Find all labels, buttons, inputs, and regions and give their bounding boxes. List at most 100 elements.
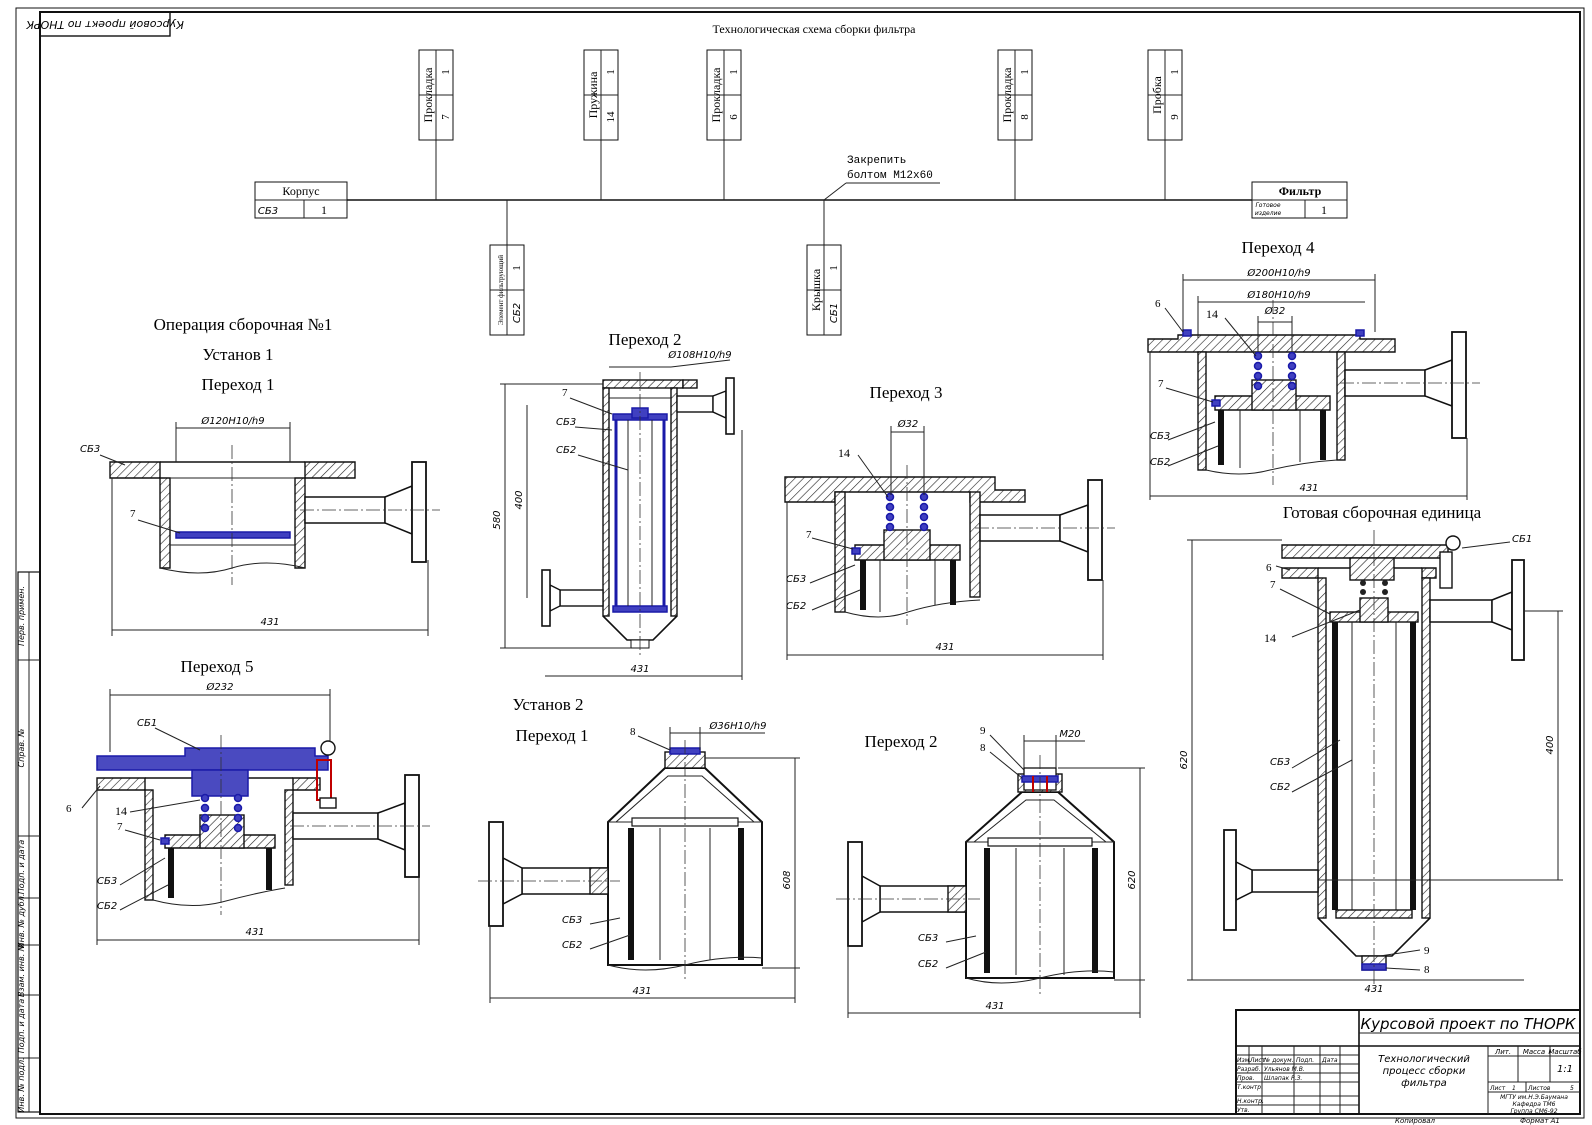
labels-sb2-label: СБ2 [562, 940, 582, 951]
side-stamp-6-label: Инв. № подл. [17, 1057, 26, 1112]
title-block: Курсовой проект по ТНОРК Изм. Лист № док… [1235, 1009, 1582, 1125]
labels-p14-label: 14 [1206, 307, 1218, 321]
title-block-col-scale-label: Масштаб [1548, 1048, 1582, 1056]
dimensions-d36-label: Ø36H10/h9 [709, 720, 767, 732]
title-block-row-ncontr-label: Н.контр. [1237, 1098, 1264, 1105]
scheme-bottom-part-filter-element: Элемент фильтрующий СБ2 1 [489, 200, 525, 336]
title-block-col-lit-label: Лит. [1494, 1048, 1511, 1056]
labels-sb3-label: СБ3 [918, 933, 938, 944]
dimensions-len431-label: 431 [245, 927, 264, 938]
labels-p7-label: 7 [1270, 579, 1276, 591]
s1-transition4-heading: Переход 4 [1242, 238, 1315, 257]
drawing-frame [39, 11, 1581, 1115]
scheme-top-parts-4-qty-label: 1 [1169, 69, 1181, 75]
scheme-top-parts-1-qty-label: 1 [605, 69, 617, 75]
labels-sb3-label: СБ3 [80, 444, 100, 455]
title-block-org-line1-label: МГТУ им.Н.Э.Баумана [1500, 1094, 1568, 1101]
scheme-bottom-parts-1-name-label: Крышка [809, 268, 823, 311]
labels-sb3-label: СБ3 [1150, 431, 1170, 442]
title-block-head-date-label: Дата [1321, 1057, 1338, 1064]
title-block-col-mass-label: Масса [1523, 1048, 1545, 1056]
scheme-top-parts-4-pos-label: 9 [1169, 114, 1181, 120]
labels-p9-label: 9 [980, 725, 986, 737]
scheme-fasten-note-line1-label: Закрепить [847, 155, 906, 167]
scheme-result-filter: Фильтр Готовое изделие 1 [1251, 181, 1348, 219]
scheme-result-code-line1-label: Готовое [1255, 202, 1280, 209]
labels-p14-label: 14 [115, 804, 127, 818]
labels-p8-label: 8 [1424, 964, 1430, 976]
dimensions-d180-label: Ø180H10/h9 [1246, 289, 1310, 301]
view-s1-t5: Ø232 431 СБ1 6 14 7 СБ3 СБ2 [66, 681, 430, 945]
scheme-top-part-plug9: Пробка 9 1 [1147, 49, 1183, 200]
scheme-result-qty-label: 1 [1321, 203, 1327, 217]
labels-p7-label: 7 [130, 508, 136, 520]
scheme-base-name-label: Корпус [282, 184, 319, 198]
labels-sb2-label: СБ2 [918, 959, 938, 970]
labels-sb2-label: СБ2 [97, 901, 117, 912]
labels-p7-label: 7 [562, 387, 568, 399]
scheme-top-parts-0-name-label: Прокладка [421, 67, 435, 123]
title-block-org-line3-label: Группа СМ6-92 [1510, 1108, 1557, 1115]
scheme-base-code-label: СБ3 [258, 206, 278, 217]
dimensions-len620-label: 620 [1127, 870, 1138, 889]
scheme-top-parts-0-qty-label: 1 [440, 69, 452, 75]
s1-transition1-heading: Переход 1 [202, 375, 275, 394]
title-block-head-list-label: Лист [1249, 1057, 1266, 1064]
labels-p8-label: 8 [630, 726, 636, 738]
dimensions-len431-label: 431 [632, 986, 651, 997]
scheme-bottom-parts-0-qty-label: 1 [511, 265, 523, 271]
scheme-result-name-label: Фильтр [1279, 184, 1322, 198]
title-block-doc-title-line3-label: фильтра [1401, 1078, 1447, 1089]
title-block-org-line2-label: Кафедра ТМ6 [1513, 1101, 1556, 1108]
side-stamp-0-label: Перв. примен. [17, 586, 26, 646]
dimensions-d32-label: Ø32 [1264, 305, 1286, 317]
scheme-top-parts-3-qty-label: 1 [1019, 69, 1031, 75]
labels-sb2-label: СБ2 [1150, 457, 1170, 468]
dimensions-len580-label: 580 [492, 510, 503, 529]
dimensions-len431-label: 431 [1299, 483, 1318, 494]
scheme-top-parts-1-name-label: Пружина [586, 71, 600, 118]
view-finished-unit: 620 400 431 СБ1 6 7 14 СБ3 СБ2 9 8 [1179, 530, 1563, 995]
labels-sb3-label: СБ3 [97, 876, 117, 887]
assembly-scheme: Технологическая схема сборки фильтра Кор… [254, 22, 1348, 336]
title-block-scale-label: 1:1 [1557, 1064, 1573, 1075]
labels-p7-label: 7 [1158, 378, 1164, 390]
scheme-top-parts-2-qty-label: 1 [728, 69, 740, 75]
title-block-row-dev-label: Разраб. [1237, 1066, 1261, 1073]
title-block-sheet-no-label: 1 [1512, 1085, 1516, 1092]
scheme-result-code-line2-label: изделие [1255, 210, 1282, 217]
scheme-top-part-gasket6: Прокладка 6 1 [706, 49, 742, 200]
scheme-top-parts-3-pos-label: 8 [1019, 114, 1031, 120]
scheme-top-parts-4-name-label: Пробка [1150, 75, 1164, 113]
labels-sb2-label: СБ2 [1270, 782, 1290, 793]
scheme-top-parts-1-pos-label: 14 [605, 111, 617, 123]
view-s1-t2: Ø108H10/h9 580 400 431 7 СБ3 СБ2 [492, 349, 743, 680]
mirrored-stamp: Курсовой проект по ТНОРК [25, 11, 184, 37]
scheme-bottom-part-cover: Крышка СБ1 1 [806, 200, 842, 336]
dimensions-len431-label: 431 [1364, 984, 1383, 995]
dimensions-d108-label: Ø108H10/h9 [667, 349, 731, 361]
s2-transition2-heading: Переход 2 [865, 732, 938, 751]
dimensions-len400-label: 400 [1545, 735, 1556, 754]
labels-p14-label: 14 [1264, 631, 1276, 645]
scheme-base-qty-label: 1 [321, 203, 327, 217]
title-block-sheets-label-label: Листов [1527, 1085, 1551, 1092]
operation-heading: Операция сборочная №1 [154, 315, 333, 334]
scheme-top-part-spring14: Пружина 14 1 [583, 49, 619, 200]
scheme-bottom-parts-0-code-label: СБ2 [512, 303, 523, 323]
labels-sb3-label: СБ3 [1270, 757, 1290, 768]
dimensions-len431-label: 431 [630, 664, 649, 675]
dimensions-d120-label: Ø120H10/h9 [200, 415, 264, 427]
labels-p7-label: 7 [117, 821, 123, 833]
side-stamp-5-label: Подп. и дата [17, 999, 26, 1054]
title-block-check-name-label: Шлапак Р.З. [1264, 1075, 1302, 1082]
dimensions-len431-label: 431 [260, 617, 279, 628]
title-block-doc-title-line2-label: процесс сборки [1383, 1065, 1466, 1077]
scheme-title: Технологическая схема сборки фильтра [713, 22, 917, 36]
labels-p6-label: 6 [1266, 562, 1272, 574]
dimensions-len431-label: 431 [985, 1001, 1004, 1012]
s1-transition5-heading: Переход 5 [181, 657, 254, 676]
scheme-top-parts-2-name-label: Прокладка [709, 67, 723, 123]
view-s1-t4: Ø200H10/h9 Ø180H10/h9 Ø32 431 6 14 7 СБ3… [1147, 267, 1480, 500]
